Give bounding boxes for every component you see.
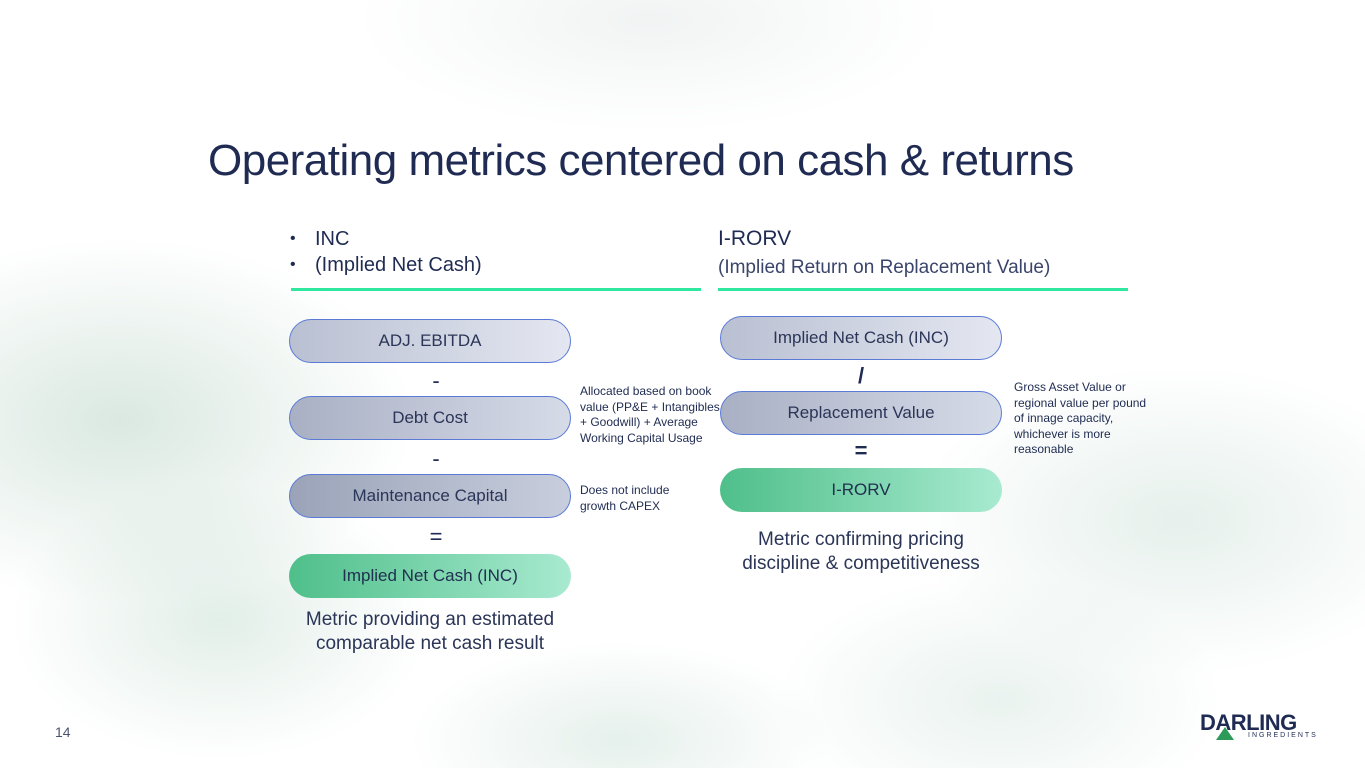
bullet-implied-net-cash: (Implied Net Cash) bbox=[290, 252, 482, 278]
left-divider-line bbox=[291, 288, 701, 291]
debt-cost-pill: Debt Cost bbox=[289, 396, 571, 440]
replacement-value-note: Gross Asset Value or regional value per … bbox=[1014, 380, 1147, 456]
page-number: 14 bbox=[55, 724, 71, 740]
inc-caption: Metric providing an estimated comparable… bbox=[305, 609, 555, 654]
inc-input-pill: Implied Net Cash (INC) bbox=[720, 316, 1002, 360]
right-divider-line bbox=[718, 288, 1128, 291]
maintenance-capital-pill: Maintenance Capital bbox=[289, 474, 571, 518]
irorv-subheading: (Implied Return on Replacement Value) bbox=[718, 257, 1051, 278]
logo-subtext: INGREDIENTS bbox=[1248, 732, 1318, 739]
bullet-inc: INC bbox=[290, 226, 482, 252]
left-column-header: INC (Implied Net Cash) bbox=[290, 226, 482, 278]
adj-ebitda-pill: ADJ. EBITDA bbox=[289, 319, 571, 363]
irorv-caption: Metric confirming pricing discipline & c… bbox=[742, 529, 980, 574]
equals-operator: = bbox=[429, 524, 443, 549]
implied-net-cash-result-pill: Implied Net Cash (INC) bbox=[289, 554, 571, 598]
logo-triangle-icon bbox=[1216, 727, 1234, 740]
equals-operator: = bbox=[854, 438, 868, 463]
irorv-heading: I-RORV bbox=[718, 227, 792, 250]
minus-operator: - bbox=[432, 368, 440, 393]
page-title: Operating metrics centered on cash & ret… bbox=[208, 136, 1074, 185]
debt-cost-note: Allocated based on book value (PP&E + In… bbox=[580, 384, 720, 445]
divide-operator: / bbox=[857, 363, 865, 388]
minus-operator: - bbox=[432, 446, 440, 471]
darling-ingredients-logo: DARLING INGREDIENTS bbox=[1200, 710, 1316, 744]
right-column-header: I-RORV (Implied Return on Replacement Va… bbox=[718, 226, 1050, 284]
maintenance-capital-note: Does not include growth CAPEX bbox=[580, 483, 670, 513]
irorv-result-pill: I-RORV bbox=[720, 468, 1002, 512]
replacement-value-pill: Replacement Value bbox=[720, 391, 1002, 435]
